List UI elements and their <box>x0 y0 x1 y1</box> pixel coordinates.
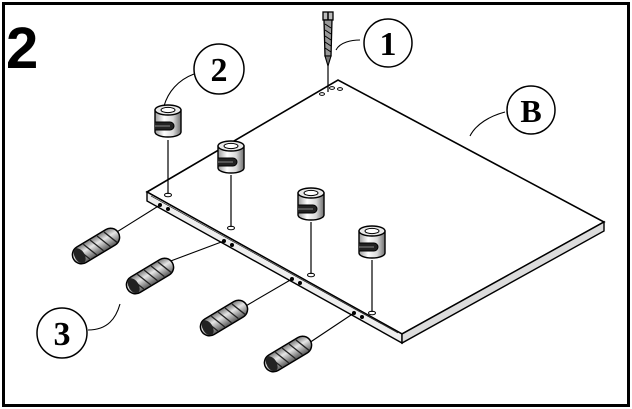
callout-label: 1 <box>380 26 397 63</box>
callout-leaders <box>87 39 506 331</box>
dowel <box>68 224 124 268</box>
step-number: 2 <box>6 16 39 81</box>
callout-2: 2 <box>193 43 245 95</box>
cam-lock <box>217 140 245 174</box>
screw <box>322 11 334 92</box>
callout-1: 1 <box>363 18 413 68</box>
dowel-group <box>68 204 355 376</box>
callout-3: 3 <box>36 307 88 359</box>
cam-lock <box>297 187 325 221</box>
callout-b: B <box>506 85 556 135</box>
cam-lock <box>358 225 386 259</box>
panel-b <box>145 79 606 345</box>
dowel <box>196 296 252 340</box>
cam-lock <box>154 104 182 138</box>
dowel <box>260 332 316 376</box>
cam-lock-group <box>154 104 386 312</box>
dowel <box>122 254 178 298</box>
callout-label: B <box>520 93 541 129</box>
callout-label: 2 <box>211 52 228 89</box>
callout-label: 3 <box>54 316 71 353</box>
